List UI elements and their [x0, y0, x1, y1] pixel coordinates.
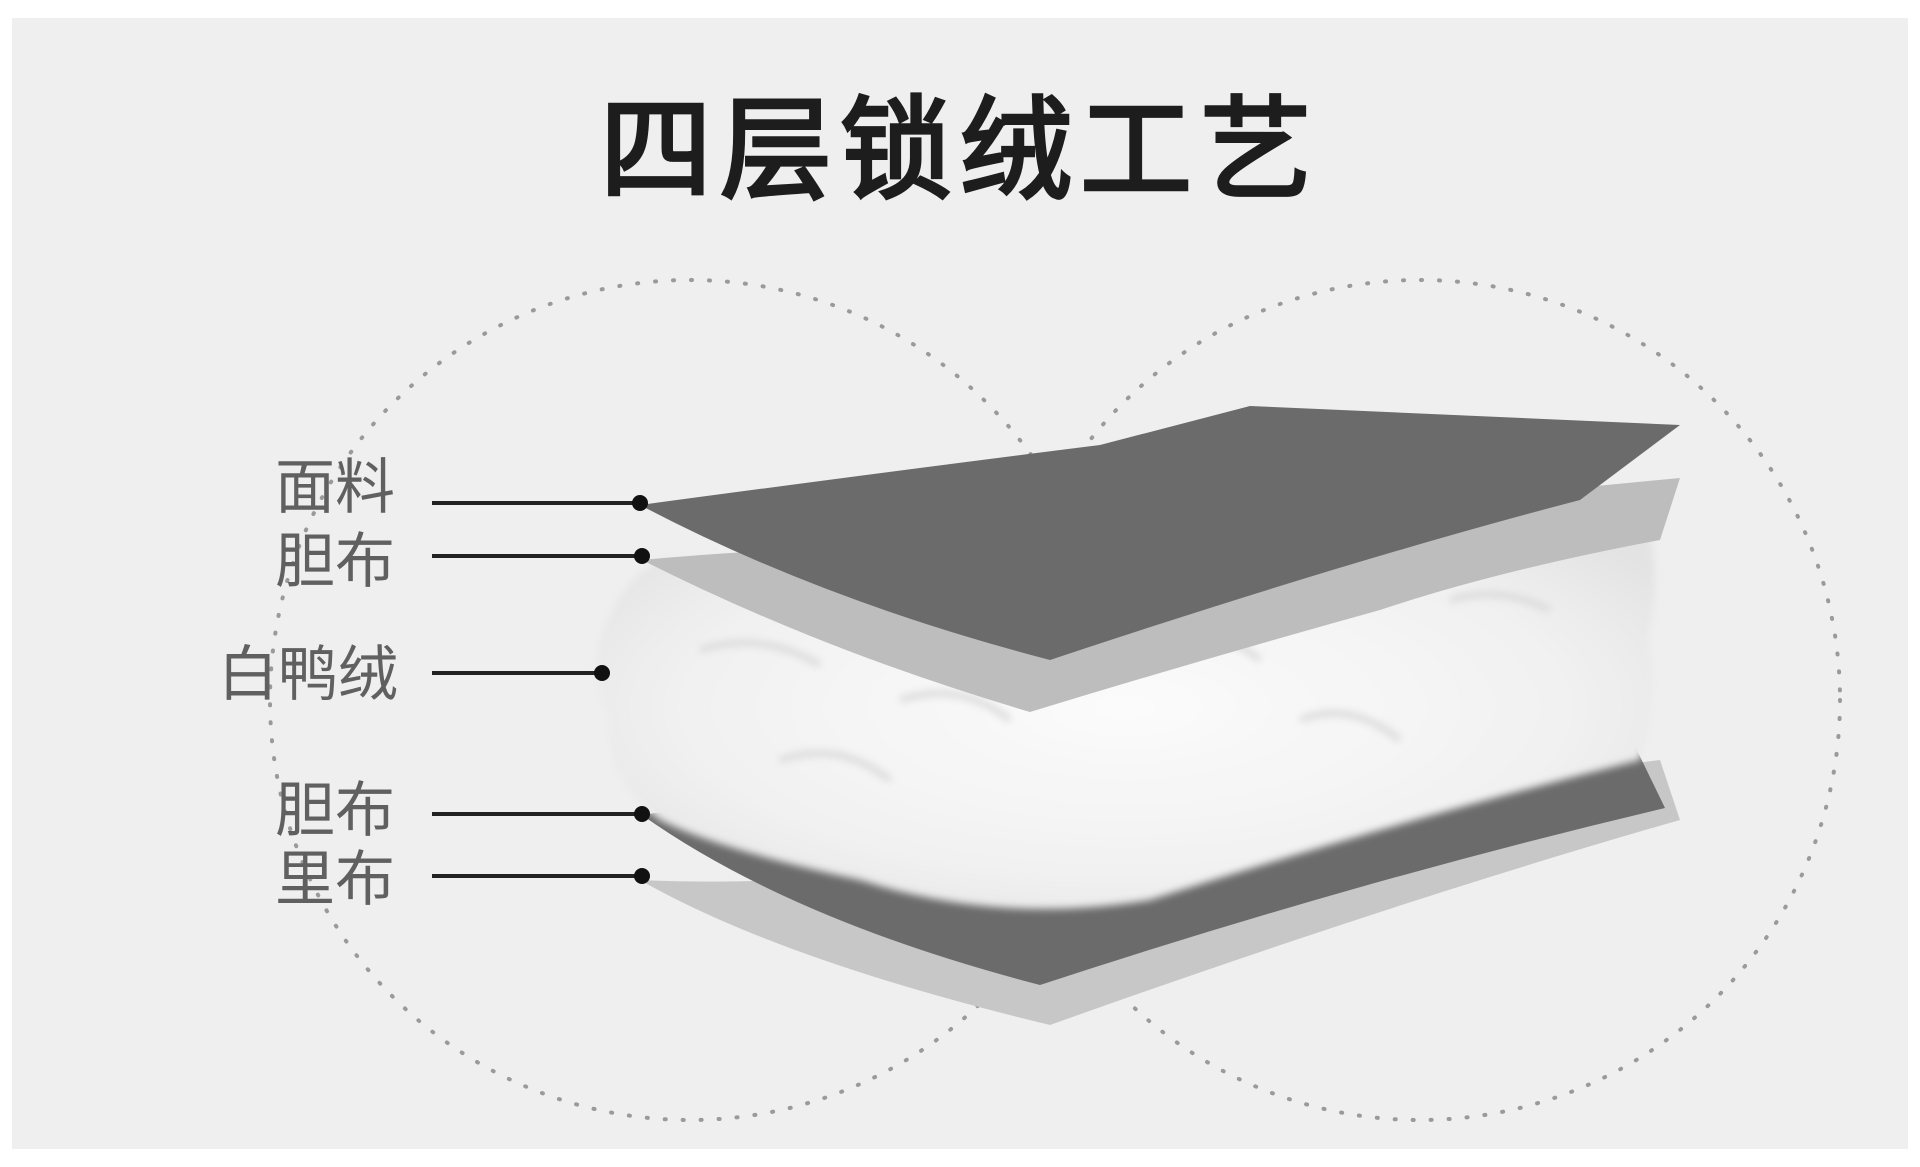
label-white-duck-down: 白鸭绒 — [218, 640, 398, 710]
dotted-circle-right — [998, 278, 1842, 1122]
label-inner-liner-bottom: 胆布 — [275, 776, 395, 846]
leader-dot-inner-liner-top — [634, 548, 650, 564]
label-lining: 里布 — [275, 845, 395, 915]
label-outer-fabric: 面料 — [275, 453, 395, 523]
leader-dot-lining — [634, 868, 650, 884]
outer-fabric-layer — [640, 406, 1680, 660]
leader-dot-inner-liner-bottom — [634, 806, 650, 822]
leader-dot-white-duck-down — [594, 665, 610, 681]
leader-dot-outer-fabric — [632, 495, 648, 511]
diagram-title: 四层锁绒工艺 — [600, 86, 1320, 216]
label-inner-liner-top: 胆布 — [275, 527, 395, 597]
